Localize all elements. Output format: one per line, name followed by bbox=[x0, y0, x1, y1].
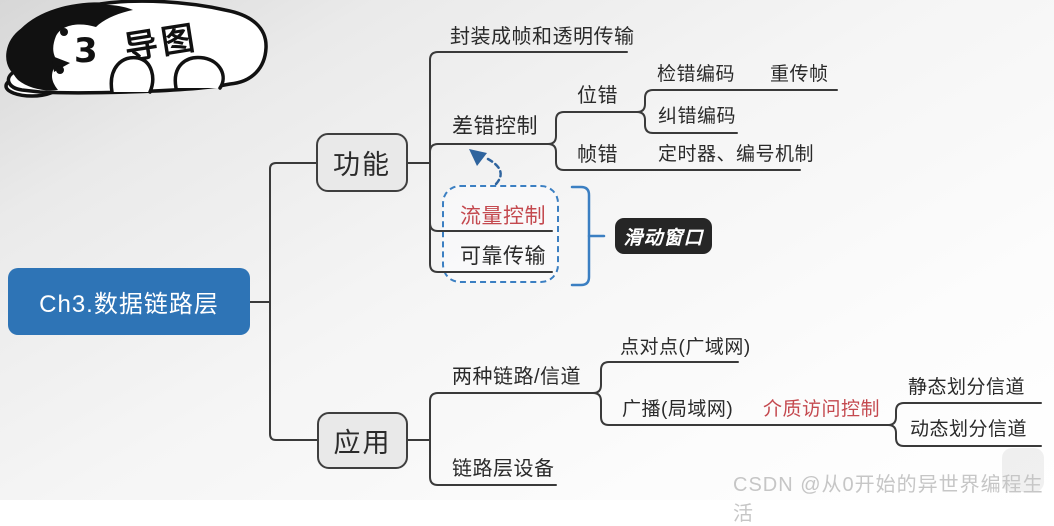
branch-node-application: 应用 bbox=[317, 412, 408, 469]
node-static-channel-partition: 静态划分信道 bbox=[908, 377, 1026, 398]
node-reliable-transmission: 可靠传输 bbox=[460, 245, 546, 268]
node-broadcast: 广播(局域网) bbox=[622, 399, 734, 420]
node-flow-control: 流量控制 bbox=[460, 205, 546, 228]
node-error-control: 差错控制 bbox=[452, 115, 538, 138]
flow-to-error-arrow bbox=[469, 149, 502, 186]
node-link-layer-devices: 链路层设备 bbox=[452, 458, 555, 480]
node-dynamic-channel-partition: 动态划分信道 bbox=[910, 419, 1028, 440]
node-bit-error: 位错 bbox=[577, 85, 618, 107]
sliding-window-bracket bbox=[570, 185, 606, 287]
mindmap-title-sticker: 导图 bbox=[121, 18, 201, 67]
root-node-ch3-data-link-layer: Ch3.数据链路层 bbox=[8, 268, 250, 335]
node-retransmit-frame: 重传帧 bbox=[770, 64, 829, 85]
mascot-mouth: 3 bbox=[74, 31, 98, 71]
mascot-eye bbox=[56, 66, 64, 74]
node-correction-coding: 纠错编码 bbox=[658, 106, 737, 127]
node-media-access-control: 介质访问控制 bbox=[763, 399, 881, 420]
node-point-to-point: 点对点(广域网) bbox=[620, 337, 751, 358]
node-timer-numbering: 定时器、编号机制 bbox=[658, 144, 815, 165]
node-detection-coding: 检错编码 bbox=[657, 64, 736, 85]
node-framing-transparent-transmission: 封装成帧和透明传输 bbox=[450, 26, 635, 48]
mascot-eye bbox=[60, 28, 68, 36]
node-sliding-window: 滑动窗口 bbox=[615, 218, 712, 254]
mascot-paw bbox=[173, 55, 225, 90]
node-two-link-types: 两种链路/信道 bbox=[452, 366, 582, 388]
node-frame-error: 帧错 bbox=[577, 144, 618, 166]
branch-node-function: 功能 bbox=[316, 133, 408, 192]
watermark-play-icon bbox=[1002, 448, 1044, 492]
csdn-watermark: CSDN @从0开始的异世界编程生活 bbox=[733, 474, 1044, 525]
